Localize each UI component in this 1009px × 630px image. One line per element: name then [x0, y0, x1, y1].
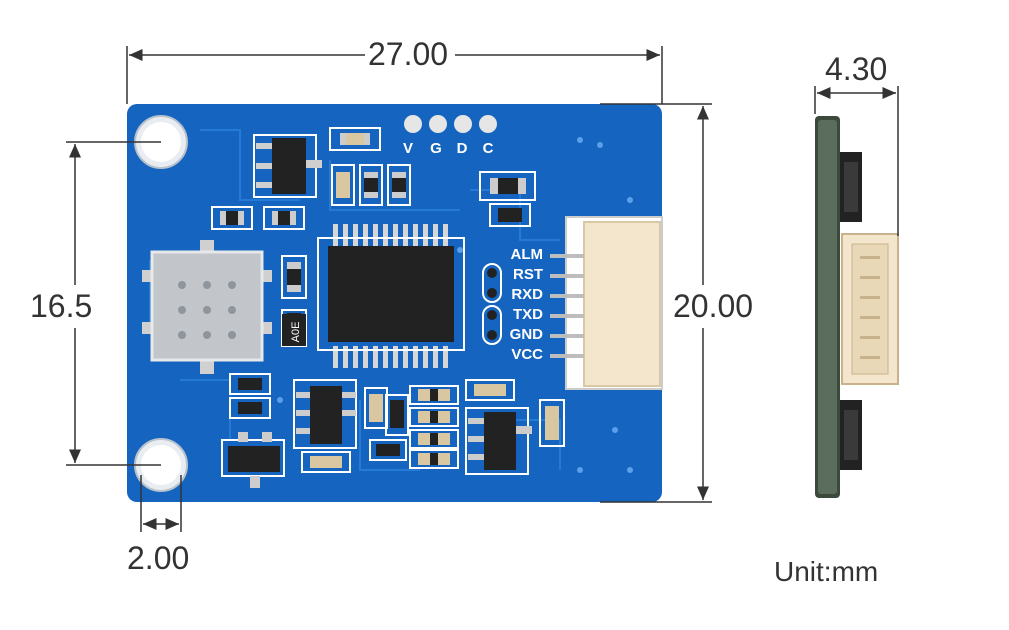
top-pads	[404, 115, 497, 133]
ic-pin	[343, 346, 348, 368]
ic-pin	[353, 224, 358, 246]
diode-bottom-left	[221, 432, 285, 488]
pin-header-connector	[550, 216, 663, 390]
resistor-marking: A0E	[290, 322, 302, 343]
transistor-bottom-mid	[293, 379, 357, 449]
ic-pin	[443, 346, 448, 368]
thickness-label: 4.30	[825, 51, 888, 87]
marked-resistor: A0E	[282, 314, 306, 346]
hole-spacing-label: 16.5	[30, 288, 93, 324]
transistor-top-left	[253, 134, 322, 198]
transistor-bottom-right	[465, 407, 532, 475]
dimension-lines	[66, 46, 899, 532]
ic-pin	[393, 346, 398, 368]
ic-pin	[413, 224, 418, 246]
pcb-side-view	[815, 116, 899, 498]
ic-pin	[383, 346, 388, 368]
unit-label: Unit:mm	[774, 556, 879, 587]
ic-pin	[433, 224, 438, 246]
height-dimension-label: 20.00	[673, 288, 754, 324]
ic-pin	[333, 346, 338, 368]
main-ic	[317, 224, 465, 368]
ic-pin	[423, 346, 428, 368]
pad-label-v: V	[403, 140, 413, 157]
ic-pin	[353, 346, 358, 368]
sensor-module	[142, 240, 272, 374]
ic-pin	[373, 346, 378, 368]
pad-label-g: G	[430, 140, 442, 157]
ic-pin	[403, 346, 408, 368]
ic-pin	[383, 224, 388, 246]
width-dimension-label: 27.00	[368, 36, 449, 72]
pad-label-c: C	[483, 140, 494, 157]
pin-label-vcc: VCC	[511, 346, 543, 363]
ic-pin	[343, 224, 348, 246]
ic-pin	[363, 224, 368, 246]
hole-offset-label: 2.00	[127, 540, 190, 576]
pin-label-rxd: RXD	[511, 286, 543, 303]
ic-pin	[373, 224, 378, 246]
ic-pin	[423, 224, 428, 246]
passive-components	[211, 127, 565, 473]
pin-label-txd: TXD	[513, 306, 543, 323]
ic-pin	[393, 224, 398, 246]
pad-label-d: D	[457, 140, 468, 157]
ic-pin	[403, 224, 408, 246]
ic-pin	[413, 346, 418, 368]
ic-pin	[333, 224, 338, 246]
ic-pin	[363, 346, 368, 368]
pin-label-alm: ALM	[511, 246, 544, 263]
pin-label-gnd: GND	[510, 326, 544, 343]
pin-label-rst: RST	[513, 266, 543, 283]
ic-pin	[433, 346, 438, 368]
ic-pin	[443, 224, 448, 246]
